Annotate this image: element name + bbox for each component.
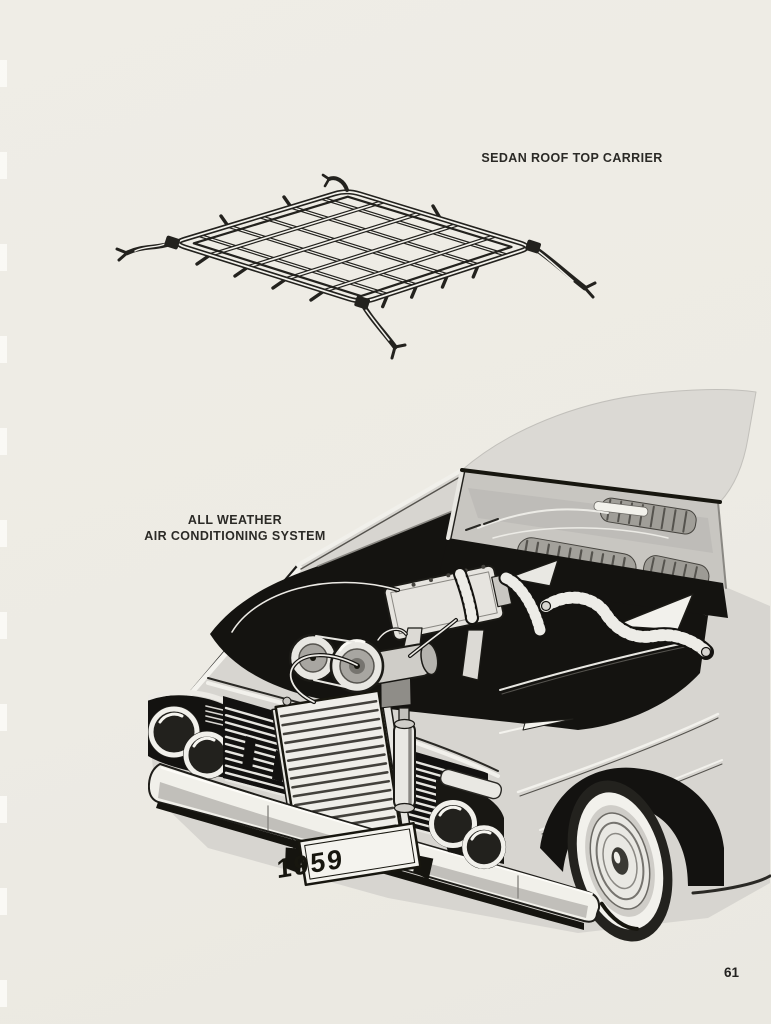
ac-compressor <box>288 633 439 709</box>
interior-trim-bar <box>593 501 649 517</box>
caption-ac-system: ALL WEATHER AIR CONDITIONING SYSTEM <box>100 512 370 544</box>
binding-edge <box>0 0 7 1024</box>
ac-tubing <box>230 580 458 705</box>
receiver-drier <box>393 707 416 814</box>
roof-rack-straps <box>115 173 597 360</box>
caption-ac-line2: AIR CONDITIONING SYSTEM <box>144 529 326 543</box>
page-number: 61 <box>724 965 740 980</box>
headlights-right <box>428 768 507 870</box>
a-pillar <box>446 468 464 540</box>
roof-rack-rails <box>196 196 510 297</box>
roof-rack-frame <box>175 189 530 304</box>
car-roof <box>460 389 757 504</box>
hood-ornament-dart <box>499 718 574 734</box>
license-plate: 1959 <box>276 821 434 887</box>
front-wheel <box>540 767 771 942</box>
windshield-wipers <box>465 518 499 531</box>
caption-ac-line1: ALL WEATHER <box>187 513 283 527</box>
coil-hoses <box>453 567 714 660</box>
windshield-header <box>460 468 722 504</box>
roof-rack-inner-frame <box>192 195 513 298</box>
roof-rack-slats <box>208 199 498 293</box>
car-interior <box>438 468 728 618</box>
roof-carrier-illustration <box>115 173 597 360</box>
ac-car-illustration: 1959 <box>148 389 771 942</box>
caption-roof-carrier-text: SEDAN ROOF TOP CARRIER <box>481 151 663 165</box>
caption-roof-carrier: SEDAN ROOF TOP CARRIER <box>422 150 722 166</box>
